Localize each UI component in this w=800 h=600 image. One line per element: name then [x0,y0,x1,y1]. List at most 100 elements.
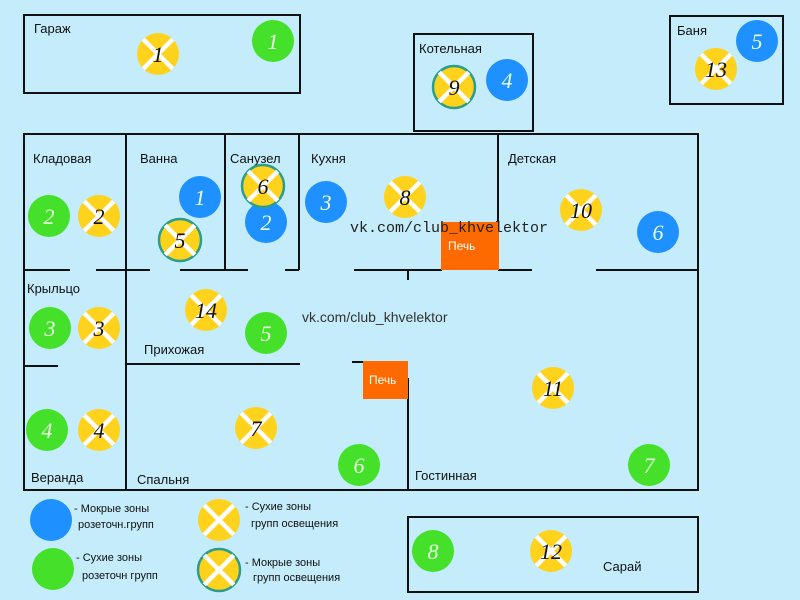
room-label-kitchen: Кухня [311,151,346,166]
room-label-bedroom: Спальня [137,472,189,487]
marker-number: 6 [354,453,365,478]
marker-number: 8 [400,185,411,210]
marker-number: 10 [570,198,592,223]
marker-number: 1 [195,185,206,210]
marker-number: 13 [705,57,727,82]
room-label-wc: Санузел [230,151,281,166]
shed-wall [407,516,699,593]
wet-socket-marker: 6 [637,211,679,253]
garage-wall [23,14,301,94]
dry-light-marker: 2 [78,195,120,237]
marker-cross [82,311,116,345]
marker-cross [141,37,175,71]
watermark: vk.com/club_khvelektor [302,309,448,325]
room-label-bath-house: Баня [677,23,707,38]
legend-dry-light-line2: групп освещения [251,518,338,530]
marker-number: 7 [644,453,656,478]
house-outer-wall [23,133,699,491]
watermark-mono: vk.com/club_khvelektor [350,220,548,237]
marker-dot [245,312,287,354]
marker-dot [30,499,72,541]
dry-socket-marker: 6 [338,444,380,486]
marker-dot [179,176,221,218]
dry-light-marker: 12 [530,530,572,572]
legend-dry-socket-line1: - Сухие зоны [76,552,142,564]
room-label-garage: Гараж [34,21,71,36]
marker-cross [564,193,598,227]
stove-kitchen [441,222,499,270]
marker-cross [388,180,422,214]
marker-dot [637,211,679,253]
legend-wet-socket-line1: - Мокрые зоны [74,503,149,515]
marker-number: 2 [44,204,55,229]
marker-cross [437,70,471,104]
marker-dot [32,548,74,590]
marker-cross [536,371,570,405]
dry-light-marker: 14 [185,289,227,331]
marker-cross [239,411,273,445]
dry-socket-marker: 4 [26,409,68,451]
wet-socket-marker: 3 [305,181,347,223]
wet-socket-marker: 2 [245,201,287,243]
marker-dot [305,181,347,223]
marker-number: 5 [261,321,272,346]
markers: 1 2 3 4 5 6 1 2 3 4 5 6 7 8 1 2 3 4 7 8 … [26,20,778,572]
legend-wet-socket-line2: розеточн.групп [78,519,154,531]
marker-dot [252,20,294,62]
marker-dot [736,20,778,62]
stove-hall [363,361,408,399]
marker-dot [29,307,71,349]
marker-number: 12 [540,539,562,564]
legend-wet-light-line1: - Мокрые зоны [245,557,320,569]
marker-number: 11 [543,376,563,401]
marker-cross [202,553,236,587]
legend-wet-socket-swatch [30,499,72,541]
marker-dot [28,195,70,237]
legend-wet-light-swatch [196,547,242,593]
wet-socket-marker: 5 [736,20,778,62]
marker-number: 2 [261,210,272,235]
dry-socket-marker: 5 [245,312,287,354]
legend-dry-socket-line2: розеточн групп [82,570,158,582]
marker-cross [699,52,733,86]
dry-socket-marker: 2 [28,195,70,237]
marker-dot [26,409,68,451]
walls [23,14,784,593]
marker-cross [534,534,568,568]
dry-light-marker: 4 [78,409,120,451]
stove-hall-label: Печь [369,373,396,387]
dry-light-marker: 8 [384,176,426,218]
room-label-boiler: Котельная [419,41,482,56]
marker-number: 4 [94,418,105,443]
dry-light-marker: 3 [78,307,120,349]
room-label-hall: Прихожая [144,342,204,357]
marker-number: 5 [175,228,186,253]
marker-number: 4 [502,68,513,93]
room-label-kids: Детская [508,151,556,166]
room-label-shed: Сарай [603,559,642,574]
marker-cross [163,223,197,257]
marker-dot [628,444,670,486]
dry-socket-marker: 7 [628,444,670,486]
marker-cross [246,169,280,203]
marker-cross [202,503,236,537]
marker-number: 6 [653,220,664,245]
wet-light-marker: 9 [431,64,477,110]
legend-dry-light-line1: - Сухие зоны [245,501,311,513]
dry-socket-marker: 1 [252,20,294,62]
dry-light-marker: 10 [560,189,602,231]
dry-light-marker: 13 [695,48,737,90]
marker-number: 14 [195,298,217,323]
stove-kitchen-label: Печь [448,239,475,253]
stoves: Печь Печь [363,222,499,399]
marker-cross [82,199,116,233]
marker-cross [82,413,116,447]
wet-light-marker: 6 [240,163,286,209]
marker-number: 9 [449,75,460,100]
marker-cross [189,293,223,327]
dry-socket-marker: 3 [29,307,71,349]
marker-number: 6 [258,174,269,199]
wet-light-marker: 5 [157,217,203,263]
room-label-living: Гостинная [415,468,477,483]
